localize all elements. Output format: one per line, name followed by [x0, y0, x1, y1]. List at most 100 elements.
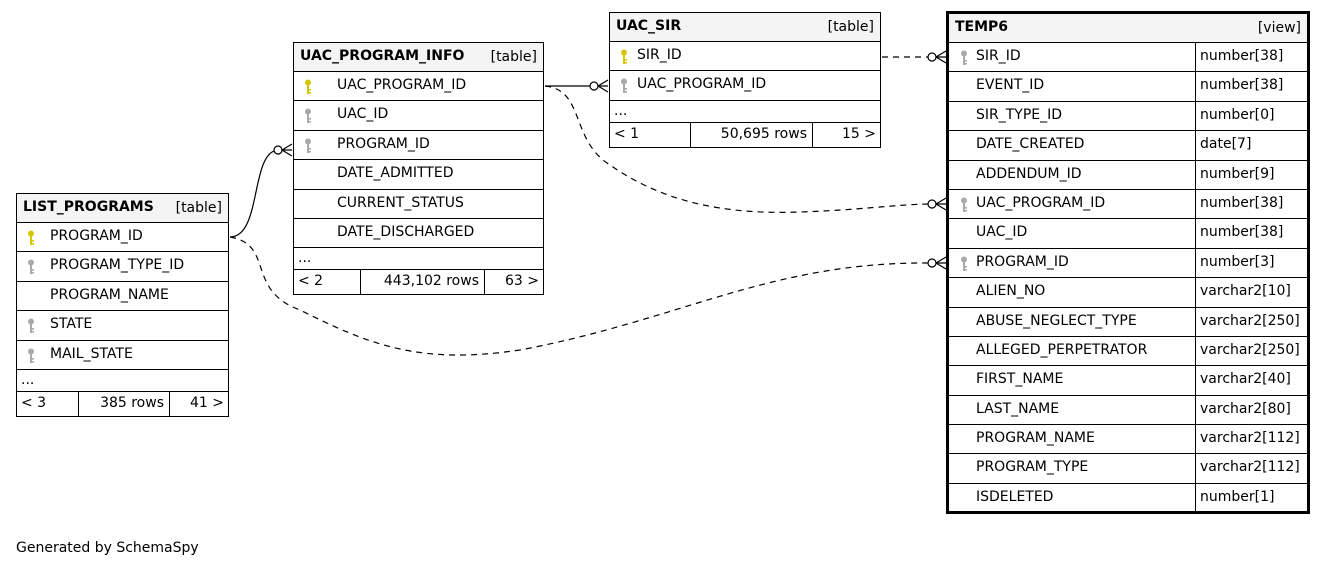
column-name: PROGRAM_NAME — [976, 430, 1095, 447]
column-type-cell: varchar2[112] — [1195, 454, 1307, 483]
foreign-key-icon — [27, 259, 35, 275]
column-row[interactable]: ALLEGED_PERPETRATOR varchar2[250] — [949, 336, 1307, 367]
column-name: DATE_ADMITTED — [337, 165, 454, 182]
column-row[interactable]: DATE_DISCHARGED — [294, 219, 543, 249]
column-type: number[38] — [1200, 48, 1284, 64]
column-type-cell: number[38] — [1195, 219, 1307, 248]
column-name: PROGRAM_ID — [337, 135, 430, 152]
column-type-cell: number[38] — [1195, 72, 1307, 101]
column-type-cell: varchar2[112] — [1195, 425, 1307, 454]
column-row[interactable]: PROGRAM_ID — [17, 223, 228, 253]
column-name: STATE — [50, 316, 93, 333]
row-count: 50,695 rows — [720, 125, 807, 142]
column-name: SIR_ID — [637, 47, 682, 63]
column-type: varchar2[80] — [1200, 400, 1291, 417]
table-name[interactable]: LIST_PROGRAMS — [23, 199, 154, 215]
children-link[interactable]: 41 > — [190, 394, 224, 411]
column-row[interactable]: DATE_ADMITTED — [294, 160, 543, 190]
column-type: number[38] — [1200, 77, 1284, 94]
children-link[interactable]: 15 > — [842, 125, 876, 142]
foreign-key-icon — [304, 108, 312, 124]
column-type-cell: number[0] — [1195, 101, 1307, 131]
table-name[interactable]: UAC_SIR — [616, 18, 682, 34]
column-name: CURRENT_STATUS — [337, 194, 464, 211]
table-header: UAC_PROGRAM_INFO [table] — [294, 43, 543, 72]
column-row[interactable]: PROGRAM_NAME — [17, 282, 228, 312]
column-name: LAST_NAME — [976, 400, 1060, 417]
parents-link[interactable]: < 1 — [614, 125, 640, 142]
column-name: DATE_CREATED — [976, 136, 1085, 153]
edge-programs-to-temp6 — [229, 236, 929, 356]
table-uac-program-info[interactable]: UAC_PROGRAM_INFO [table] UAC_PROGRAM_ID U… — [293, 42, 544, 296]
table-name[interactable]: UAC_PROGRAM_INFO — [300, 48, 465, 64]
column-name: MAIL_STATE — [50, 345, 133, 362]
schemaspy-credit[interactable]: Generated by SchemaSpy — [16, 540, 199, 556]
column-row[interactable]: UAC_PROGRAM_ID — [294, 72, 543, 102]
foreign-key-icon — [620, 78, 628, 94]
column-row[interactable]: CURRENT_STATUS — [294, 190, 543, 219]
column-name: ALLEGED_PERPETRATOR — [976, 341, 1148, 358]
primary-key-icon — [27, 230, 35, 246]
column-name: DATE_DISCHARGED — [337, 223, 475, 240]
column-type: varchar2[112] — [1200, 430, 1300, 447]
column-type: date[7] — [1200, 136, 1252, 153]
column-row[interactable]: UAC_ID — [294, 101, 543, 131]
more-columns: ... — [294, 248, 543, 271]
parents-link[interactable]: < 3 — [21, 394, 47, 411]
column-row[interactable]: PROGRAM_ID — [294, 131, 543, 161]
table-footer: < 1 50,695 rows 15 > — [610, 122, 880, 147]
column-name: UAC_ID — [976, 224, 1028, 241]
table-footer: < 3 385 rows 41 > — [17, 391, 228, 416]
more-columns: ... — [610, 101, 880, 123]
column-row[interactable]: ABUSE_NEGLECT_TYPE varchar2[250] — [949, 307, 1307, 337]
primary-key-icon — [620, 49, 628, 65]
column-type: number[38] — [1200, 224, 1284, 241]
table-header: TEMP6 [view] — [949, 14, 1307, 43]
column-name: UAC_ID — [337, 106, 389, 123]
column-type: number[38] — [1200, 194, 1284, 211]
column-type: varchar2[250] — [1200, 312, 1300, 329]
table-header: LIST_PROGRAMS [table] — [17, 194, 228, 223]
edge-program-info-to-temp6 — [544, 85, 929, 213]
children-link[interactable]: 63 > — [505, 273, 539, 290]
column-name: ABUSE_NEGLECT_TYPE — [976, 312, 1137, 329]
column-type-cell: varchar2[250] — [1195, 336, 1307, 366]
row-count: 443,102 rows — [383, 273, 479, 290]
column-type-cell: date[7] — [1195, 131, 1307, 160]
column-type: varchar2[112] — [1200, 459, 1300, 476]
column-row[interactable]: SIR_ID — [610, 42, 880, 72]
table-name[interactable]: TEMP6 — [955, 19, 1009, 35]
table-kind: [table] — [175, 200, 222, 216]
foreign-key-icon — [27, 318, 35, 334]
column-row[interactable]: MAIL_STATE — [17, 341, 228, 370]
column-type-cell: varchar2[250] — [1195, 307, 1307, 336]
column-name: UAC_PROGRAM_ID — [637, 76, 767, 93]
column-name: UAC_PROGRAM_ID — [337, 77, 467, 93]
column-row[interactable]: PROGRAM_TYPE_ID — [17, 252, 228, 282]
column-row[interactable]: LAST_NAME varchar2[80] — [949, 395, 1307, 426]
column-row[interactable]: DATE_CREATED date[7] — [949, 131, 1307, 161]
column-name: ALIEN_NO — [976, 283, 1046, 300]
column-row[interactable]: PROGRAM_NAME varchar2[112] — [949, 425, 1307, 455]
column-row[interactable]: STATE — [17, 311, 228, 341]
column-type: number[1] — [1200, 488, 1275, 505]
parents-link[interactable]: < 2 — [298, 273, 324, 290]
column-row[interactable]: UAC_ID number[38] — [949, 219, 1307, 249]
table-kind: [table] — [490, 49, 537, 65]
column-row[interactable]: UAC_PROGRAM_ID — [610, 71, 880, 101]
column-type: number[3] — [1200, 253, 1275, 270]
